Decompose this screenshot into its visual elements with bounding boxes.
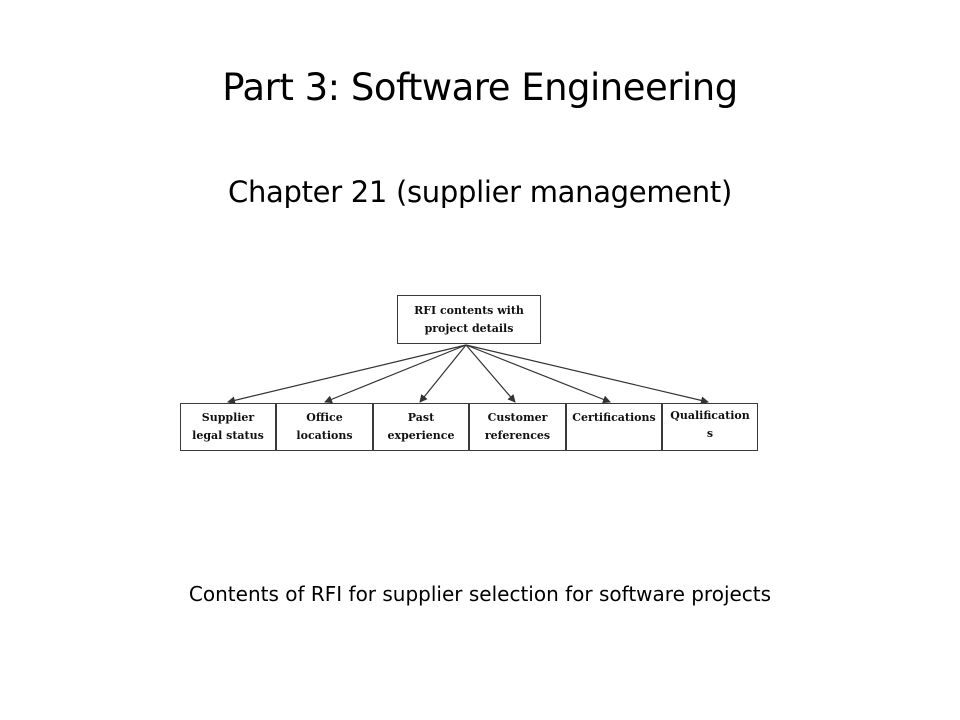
node-past-experience: Past experience	[373, 403, 469, 451]
arrow-to-past-experience	[419, 344, 467, 403]
arrow-to-certifications	[465, 344, 611, 404]
arrow-to-office-locations	[324, 344, 467, 404]
node-office-locations: Office locations	[276, 403, 373, 451]
node-supplier-legal-status: Supplier legal status	[180, 403, 276, 451]
arrow-to-customer-references	[465, 344, 516, 403]
arrow-to-supplier-legal-status	[227, 344, 467, 405]
slide-subtitle: Chapter 21 (supplier management)	[228, 175, 732, 209]
node-qualifications: Qualification s	[662, 403, 758, 451]
node-certifications: Certifications	[566, 403, 662, 451]
root-node-rfi-contents: RFI contents with project details	[397, 295, 541, 344]
node-customer-references: Customer references	[469, 403, 566, 451]
figure-caption: Contents of RFI for supplier selection f…	[188, 582, 772, 606]
arrow-to-qualifications	[465, 344, 709, 405]
slide-title: Part 3: Software Engineering	[222, 66, 738, 109]
